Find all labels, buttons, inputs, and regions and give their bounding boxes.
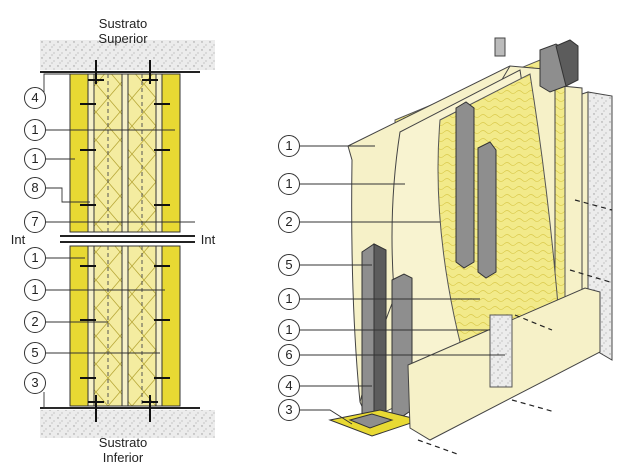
- cutout-substrate: [489, 314, 513, 388]
- int-label-right: Int: [200, 232, 216, 247]
- section-callout: 3: [24, 372, 46, 394]
- section-callout: 1: [24, 148, 46, 170]
- iso-callout: 5: [278, 254, 300, 276]
- section-callout: 1: [24, 247, 46, 269]
- section-callout: 7: [24, 211, 46, 233]
- lower-wall-section: [69, 245, 181, 422]
- iso-callout: 3: [278, 399, 300, 421]
- top-substrate: [40, 40, 215, 70]
- section-leaders: [43, 73, 195, 409]
- iso-leaders: [300, 145, 505, 425]
- section-callout: 2: [24, 311, 46, 333]
- section-callout: 1: [24, 119, 46, 141]
- iso-callout: 1: [278, 173, 300, 195]
- iso-callout: 6: [278, 344, 300, 366]
- iso-callout: 1: [278, 288, 300, 310]
- iso-callout: 2: [278, 211, 300, 233]
- iso-callout: 1: [278, 135, 300, 157]
- bottom-substrate: [40, 410, 215, 438]
- top-substrate-label-line2: Superior: [98, 31, 148, 46]
- section-view: [40, 40, 215, 438]
- metal-studs: [361, 39, 579, 421]
- iso-callout: 1: [278, 319, 300, 341]
- iso-callout: 4: [278, 375, 300, 397]
- screw-lines: [417, 199, 613, 456]
- section-callout: 1: [24, 279, 46, 301]
- top-substrate-label-line1: Sustrato: [98, 16, 148, 31]
- bottom-substrate-label-line2: Inferior: [102, 450, 144, 465]
- section-callout: 4: [24, 87, 46, 109]
- section-callout: 5: [24, 342, 46, 364]
- section-callout: 8: [24, 177, 46, 199]
- isometric-view: [300, 37, 613, 456]
- bottom-substrate-label-line1: Sustrato: [98, 435, 148, 450]
- int-label-left: Int: [10, 232, 26, 247]
- upper-wall-section: [69, 60, 181, 233]
